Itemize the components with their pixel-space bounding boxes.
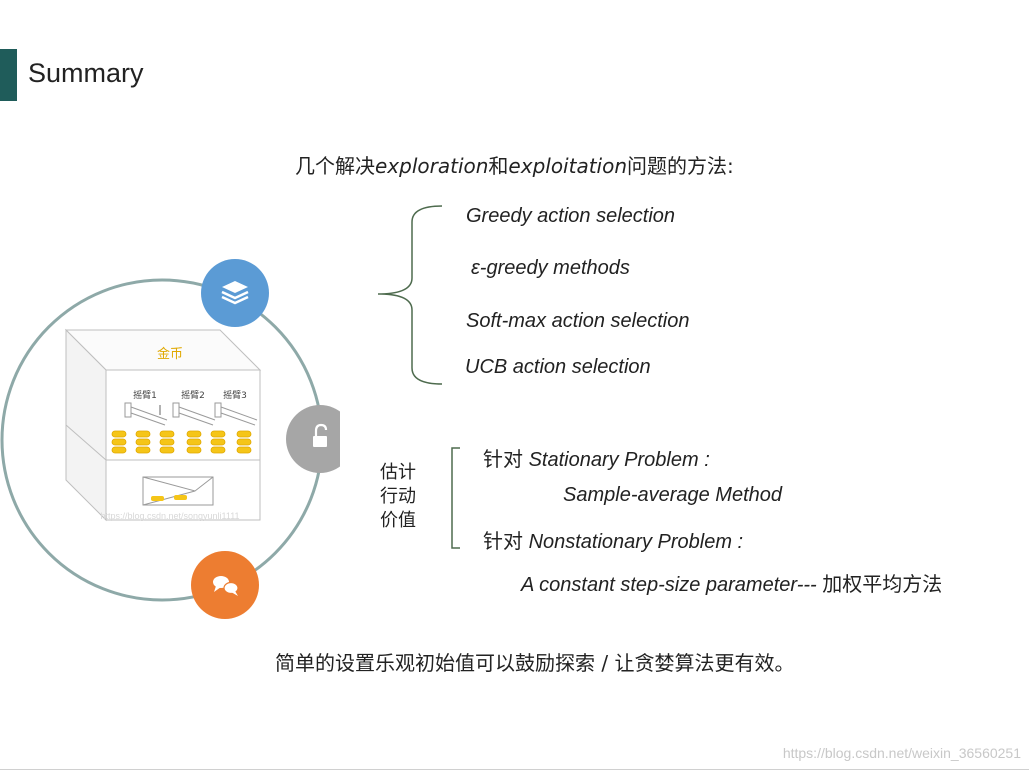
nonstationary-prefix: 针对 [483, 531, 523, 553]
slot-machine [64, 328, 262, 522]
conclusion-text: 简单的设置乐观初始值可以鼓励探索 / 让贪婪算法更有效。 [275, 651, 795, 675]
title-accent-bar [0, 49, 17, 101]
chat-icon [191, 551, 259, 619]
arm-label-3: 摇臂3 [223, 389, 247, 401]
stationary-line: 针对 Stationary Problem : [483, 443, 710, 472]
layers-icon [201, 259, 269, 327]
estimate-action-value-label: 估计 行动 价值 [380, 461, 416, 533]
footer-divider [0, 769, 1029, 770]
nonstationary-line: 针对 Nonstationary Problem : [483, 525, 743, 554]
stationary-prefix: 针对 [483, 449, 523, 471]
method-epsilon-greedy: ε-greedy methods [471, 257, 630, 279]
slide-title: Summary [28, 58, 144, 88]
heading-suffix: 问题的方法: [627, 154, 734, 178]
method-greedy: Greedy action selection [466, 205, 676, 227]
heading-term-exploitation: exploitation [508, 154, 628, 178]
heading-term-exploration: exploration [375, 154, 489, 178]
arm-label-1: 摇臂1 [133, 389, 157, 401]
image-watermark: https://blog.csdn.net/songyunli1111 [100, 511, 239, 521]
estimate-line-1: 估计 [380, 462, 416, 483]
weighted-average-note: 加权平均方法 [822, 574, 943, 596]
estimate-line-3: 价值 [380, 510, 416, 531]
constant-step-method: A constant step-size parameter--- [521, 574, 817, 596]
lock-icon [286, 405, 340, 473]
stationary-problem: Stationary Problem : [528, 449, 710, 471]
heading-mid: 和 [488, 154, 509, 178]
page-watermark: https://blog.csdn.net/weixin_36560251 [782, 745, 1021, 761]
estimate-line-2: 行动 [380, 486, 416, 507]
sample-average-method: Sample-average Method [563, 484, 783, 506]
method-ucb: UCB action selection [465, 356, 651, 378]
methods-heading: 几个解决exploration和exploitation问题的方法: [295, 150, 734, 179]
estimation-bracket [451, 447, 460, 549]
bandit-illustration: 金币 摇臂1 摇臂2 摇臂3 https://blog.csdn.net/son… [0, 259, 340, 619]
arm-label-2: 摇臂2 [181, 389, 205, 401]
methods-brace [377, 205, 443, 385]
heading-prefix: 几个解决 [295, 154, 375, 178]
constant-step-line: A constant step-size parameter--- 加权平均方法 [521, 568, 942, 597]
machine-title: 金币 [157, 346, 183, 362]
method-softmax: Soft-max action selection [466, 310, 690, 332]
nonstationary-problem: Nonstationary Problem : [528, 531, 744, 553]
